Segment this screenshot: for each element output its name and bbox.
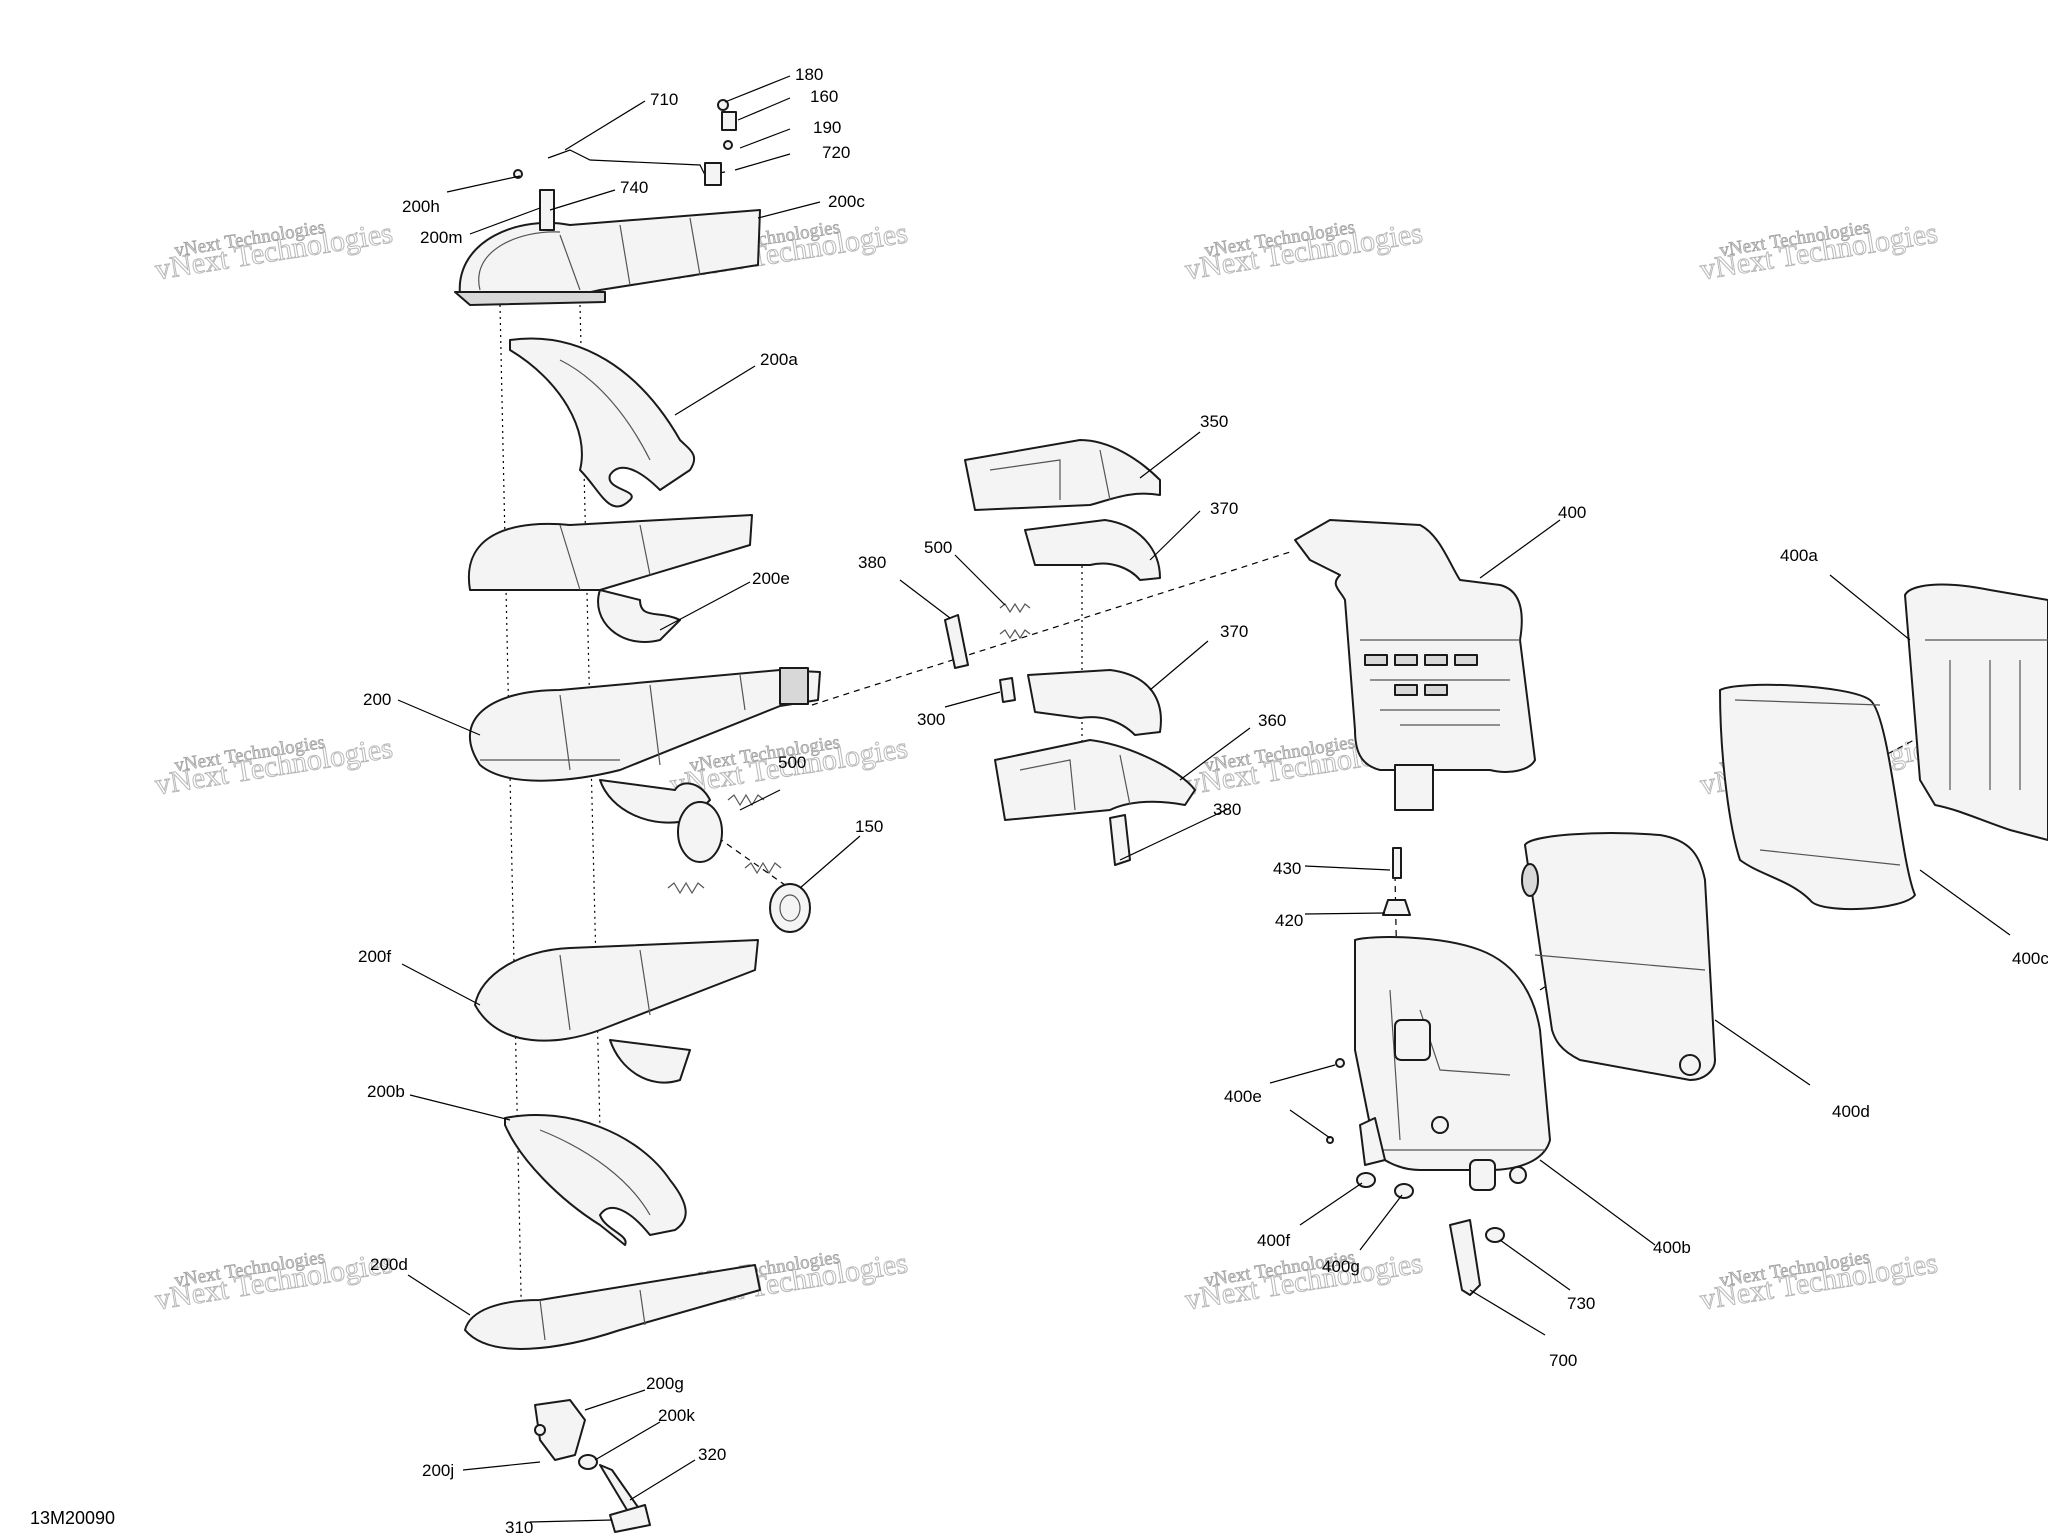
callout-400d: 400d bbox=[1832, 1102, 1870, 1121]
callout-200b: 200b bbox=[367, 1082, 405, 1101]
callout-370-lower: 370 bbox=[1220, 622, 1248, 641]
callout-190: 190 bbox=[813, 118, 841, 137]
callout-200c: 200c bbox=[828, 192, 865, 211]
part-200d-bottom-shield bbox=[464, 1264, 761, 1350]
callout-500-center: 500 bbox=[924, 538, 952, 557]
callout-710: 710 bbox=[650, 90, 678, 109]
callout-labels: 180 160 190 720 710 740 200h 200m 200c 2… bbox=[358, 65, 2048, 1536]
callout-160: 160 bbox=[810, 87, 838, 106]
callout-200j: 200j bbox=[422, 1461, 454, 1480]
part-500-springs-left bbox=[667, 793, 782, 895]
callout-380-lower: 380 bbox=[1213, 800, 1241, 819]
callout-400b: 400b bbox=[1653, 1238, 1691, 1257]
callout-180: 180 bbox=[795, 65, 823, 84]
part-310-clip bbox=[609, 1504, 651, 1533]
part-370-sleeve-upper bbox=[1024, 519, 1161, 581]
callout-400g: 400g bbox=[1322, 1257, 1360, 1276]
part-400c-cover-plate bbox=[1719, 683, 1916, 911]
callout-150: 150 bbox=[855, 817, 883, 836]
callout-200: 200 bbox=[363, 690, 391, 709]
callout-400f: 400f bbox=[1257, 1231, 1290, 1250]
callout-420: 420 bbox=[1275, 911, 1303, 930]
callout-400: 400 bbox=[1558, 503, 1586, 522]
part-420-grommet bbox=[1382, 899, 1411, 916]
callout-320: 320 bbox=[698, 1445, 726, 1464]
part-400-muffler bbox=[1294, 519, 1536, 811]
part-500-springs-center bbox=[999, 602, 1031, 640]
callout-430: 430 bbox=[1273, 859, 1301, 878]
part-730-washer bbox=[1485, 1227, 1505, 1243]
part-200f-lower-shield bbox=[474, 939, 759, 1084]
diagram-code: 13M20090 bbox=[30, 1508, 115, 1528]
callout-350: 350 bbox=[1200, 412, 1228, 431]
part-430-bolt bbox=[1392, 847, 1402, 879]
part-700-sensor-bracket bbox=[1449, 1219, 1481, 1296]
callout-200g: 200g bbox=[646, 1374, 684, 1393]
callout-360: 360 bbox=[1258, 711, 1286, 730]
callout-400e: 400e bbox=[1224, 1087, 1262, 1106]
part-400e-fasteners bbox=[1326, 1058, 1386, 1166]
part-200c-upper-shield bbox=[454, 209, 761, 306]
callout-730: 730 bbox=[1567, 1294, 1595, 1313]
callout-200k: 200k bbox=[658, 1406, 695, 1425]
callout-300: 300 bbox=[917, 710, 945, 729]
callout-740: 740 bbox=[620, 178, 648, 197]
part-200g-bracket bbox=[534, 1399, 586, 1461]
part-400b-muffler-body bbox=[1354, 936, 1551, 1191]
part-710-pipe-assembly bbox=[513, 99, 737, 231]
part-200a-inner-shield bbox=[509, 337, 696, 508]
part-400a-heat-cover bbox=[1904, 583, 2048, 841]
part-150-clamp-ring bbox=[769, 883, 811, 933]
callout-310: 310 bbox=[505, 1518, 533, 1536]
part-200e-heat-shield bbox=[467, 514, 753, 643]
callout-200m: 200m bbox=[420, 228, 463, 247]
part-350-pipe-shield bbox=[964, 439, 1161, 511]
callout-500-left: 500 bbox=[778, 753, 806, 772]
callout-380-upper: 380 bbox=[858, 553, 886, 572]
part-300-insert bbox=[999, 677, 1016, 703]
callout-200d: 200d bbox=[370, 1255, 408, 1274]
part-400d-side-plate bbox=[1521, 832, 1716, 1081]
callout-400c: 400c bbox=[2012, 949, 2048, 968]
callout-700: 700 bbox=[1549, 1351, 1577, 1370]
part-380-block-bottom bbox=[1109, 814, 1131, 866]
callout-370-upper: 370 bbox=[1210, 499, 1238, 518]
part-200b-inner-shield-lower bbox=[504, 1114, 687, 1246]
part-400g-mount bbox=[1394, 1183, 1414, 1199]
callout-200f: 200f bbox=[358, 947, 391, 966]
callout-200a: 200a bbox=[760, 350, 798, 369]
part-380-block-top bbox=[944, 614, 969, 669]
callout-400a: 400a bbox=[1780, 546, 1818, 565]
part-200-exhaust-pipe bbox=[468, 667, 821, 863]
part-360-flex-pipe bbox=[994, 739, 1196, 821]
callout-720: 720 bbox=[822, 143, 850, 162]
part-200k-grommet bbox=[578, 1454, 598, 1470]
callout-200e: 200e bbox=[752, 569, 790, 588]
callout-200h: 200h bbox=[402, 197, 440, 216]
leader-lines bbox=[397, 75, 2011, 1523]
part-370-sleeve-lower bbox=[1027, 669, 1162, 736]
